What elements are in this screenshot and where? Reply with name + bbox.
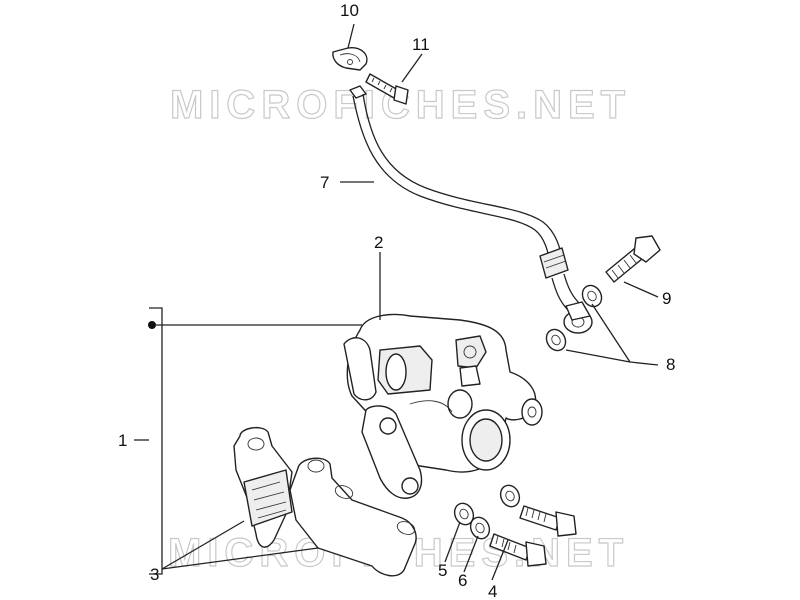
clip-screw-part	[365, 73, 409, 105]
caliper-body-part	[343, 313, 543, 499]
brake-hose-part	[349, 85, 593, 334]
sealing-washers-part	[545, 284, 603, 352]
callout-5: 5	[438, 561, 447, 580]
callout-6: 6	[458, 571, 467, 590]
callout-8: 8	[666, 355, 675, 374]
callout-10: 10	[340, 1, 359, 20]
caliper-bolts-part	[453, 484, 577, 567]
callout-labels: 1 2 3 4 5 6 7 8 9 10 11	[118, 1, 675, 600]
callout-1: 1	[118, 431, 127, 450]
callout-4: 4	[488, 582, 497, 600]
brake-pads-part	[233, 426, 417, 577]
callout-7: 7	[320, 173, 329, 192]
callout-3: 3	[150, 565, 159, 584]
assembly-dot	[148, 321, 156, 329]
callout-9: 9	[662, 289, 671, 308]
callout-11: 11	[412, 35, 430, 54]
banjo-bolt-part	[605, 235, 661, 283]
callout-2: 2	[374, 233, 383, 252]
leader-lines	[134, 23, 659, 581]
hose-clip-part	[332, 47, 368, 71]
